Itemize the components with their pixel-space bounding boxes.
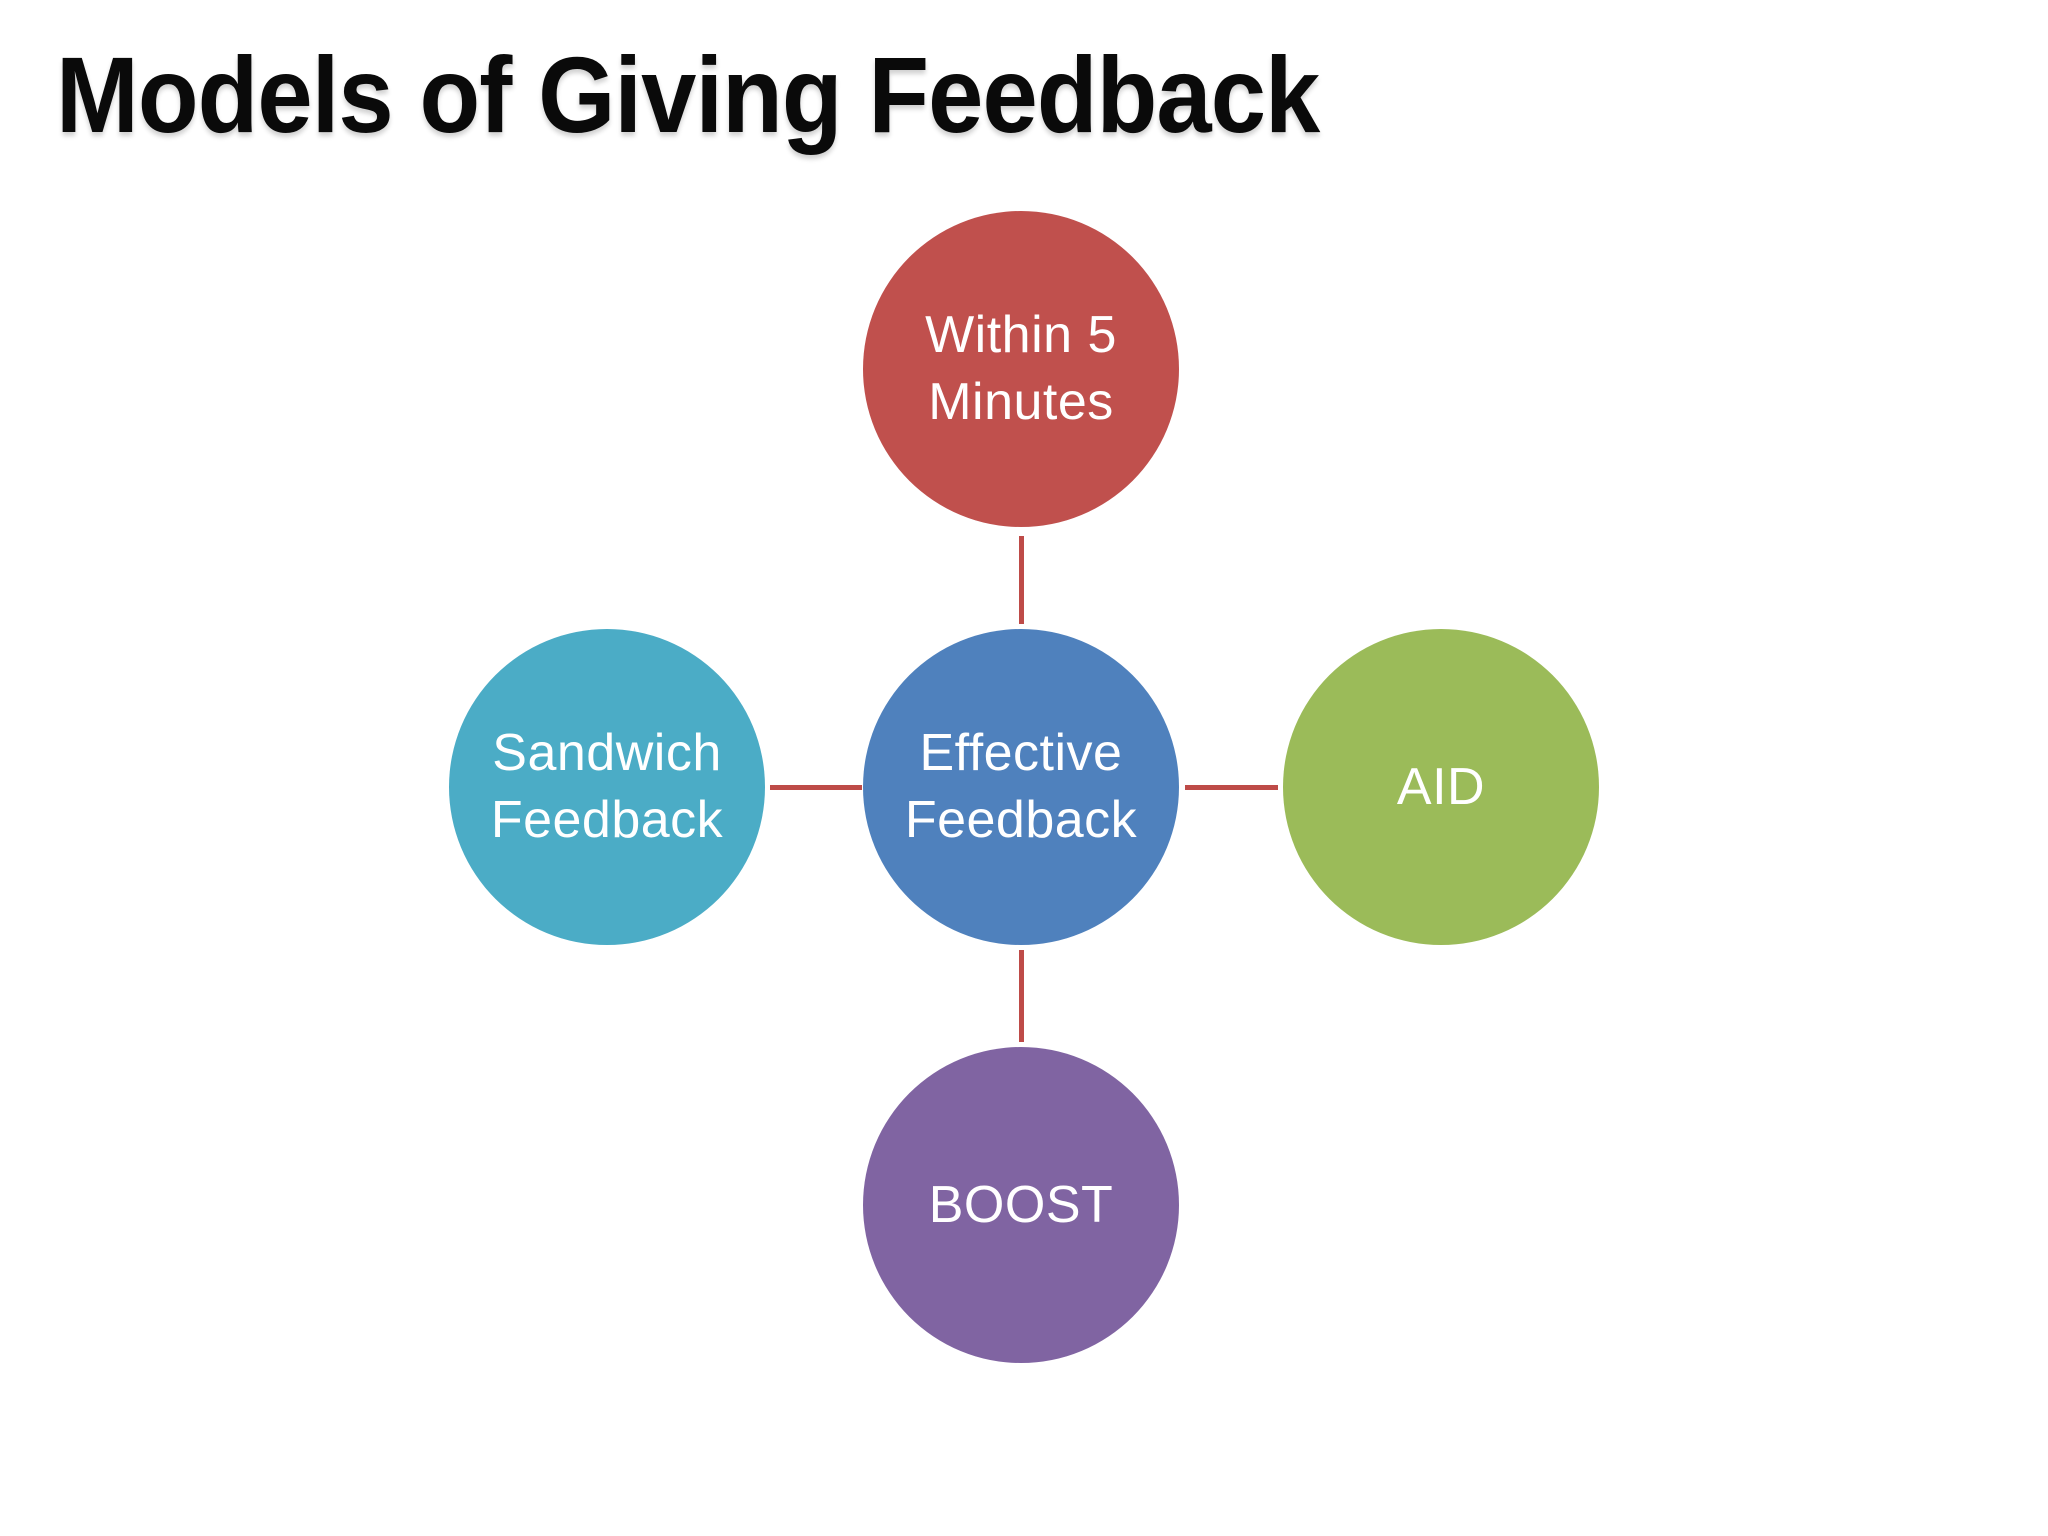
connector-center-to-bottom — [1019, 950, 1024, 1042]
connector-center-to-left — [770, 785, 862, 790]
node-boost: BOOST — [863, 1047, 1179, 1363]
node-within-5-minutes-label: Within 5 Minutes — [925, 306, 1117, 431]
node-effective-feedback: Effective Feedback — [863, 629, 1179, 945]
node-sandwich-feedback-label: Sandwich Feedback — [490, 724, 724, 849]
node-within-5-minutes: Within 5 Minutes — [863, 211, 1179, 527]
connector-center-to-top — [1019, 536, 1024, 624]
slide-title: Models of Giving Feedback — [56, 34, 1320, 155]
node-aid-label: AID — [1396, 757, 1486, 816]
node-sandwich-feedback: Sandwich Feedback — [449, 629, 765, 945]
node-effective-feedback-label: Effective Feedback — [904, 724, 1138, 849]
connector-center-to-right — [1185, 785, 1278, 790]
node-aid: AID — [1283, 629, 1599, 945]
node-boost-label: BOOST — [928, 1175, 1114, 1234]
